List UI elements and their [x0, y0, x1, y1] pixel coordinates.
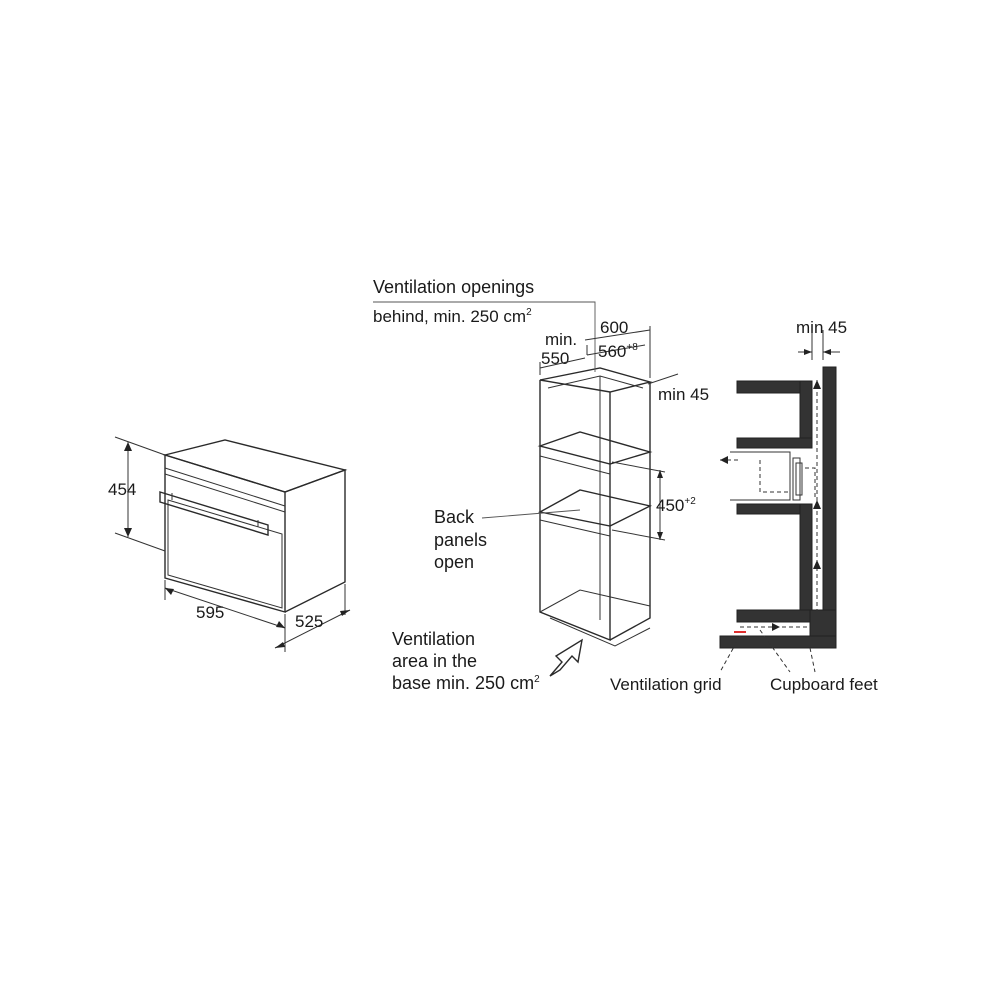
oven-height-dimension: 454 — [108, 436, 166, 552]
cabinet-drawing: Ventilation openings behind, min. 250 cm… — [373, 277, 709, 693]
vent-base-line2: area in the — [392, 651, 477, 671]
section-drawing: min 45 Ventilation grid Cupboard feet — [610, 318, 878, 694]
depth-min-line2: 550 — [541, 349, 569, 368]
depth-min-line1: min. — [545, 330, 577, 349]
inner-width-wrap: 560+8 — [598, 342, 638, 361]
back-panels-line2: panels — [434, 530, 487, 550]
back-panels-line3: open — [434, 552, 474, 572]
outer-width-label: 600 — [600, 318, 628, 337]
niche-height-label: 450 — [656, 496, 684, 515]
cupboard-feet-label: Cupboard feet — [770, 675, 878, 694]
vent-base-line3-wrap: base min. 250 cm2 — [392, 673, 540, 693]
vent-base-line1: Ventilation — [392, 629, 475, 649]
oven-drawing: 454 595 525 — [108, 436, 351, 652]
vent-base-line3: base min. 250 cm — [392, 673, 534, 693]
airflow-arrow-icon — [549, 638, 583, 677]
oven-width-dimension: 595 — [164, 580, 286, 652]
vent-behind-sup: 2 — [526, 307, 532, 318]
cabinet-top-gap: min 45 — [658, 385, 709, 404]
oven-depth-label: 525 — [295, 612, 323, 631]
vent-behind-line2-wrap: behind, min. 250 cm2 — [373, 307, 532, 326]
vent-base-sup: 2 — [534, 674, 540, 685]
oven-height-label: 454 — [108, 480, 136, 499]
vent-behind-line2: behind, min. 250 cm — [373, 307, 526, 326]
back-panels-line1: Back — [434, 507, 475, 527]
niche-height-tol: +2 — [684, 496, 696, 507]
oven-width-label: 595 — [196, 603, 224, 622]
inner-width-label: 560 — [598, 342, 626, 361]
section-top-gap: min 45 — [796, 318, 847, 337]
inner-width-tol: +8 — [626, 342, 638, 353]
niche-height-wrap: 450+2 — [656, 496, 696, 515]
oven-depth-dimension: 525 — [274, 584, 351, 649]
vent-behind-line1: Ventilation openings — [373, 277, 534, 297]
ventilation-grid-label: Ventilation grid — [610, 675, 722, 694]
